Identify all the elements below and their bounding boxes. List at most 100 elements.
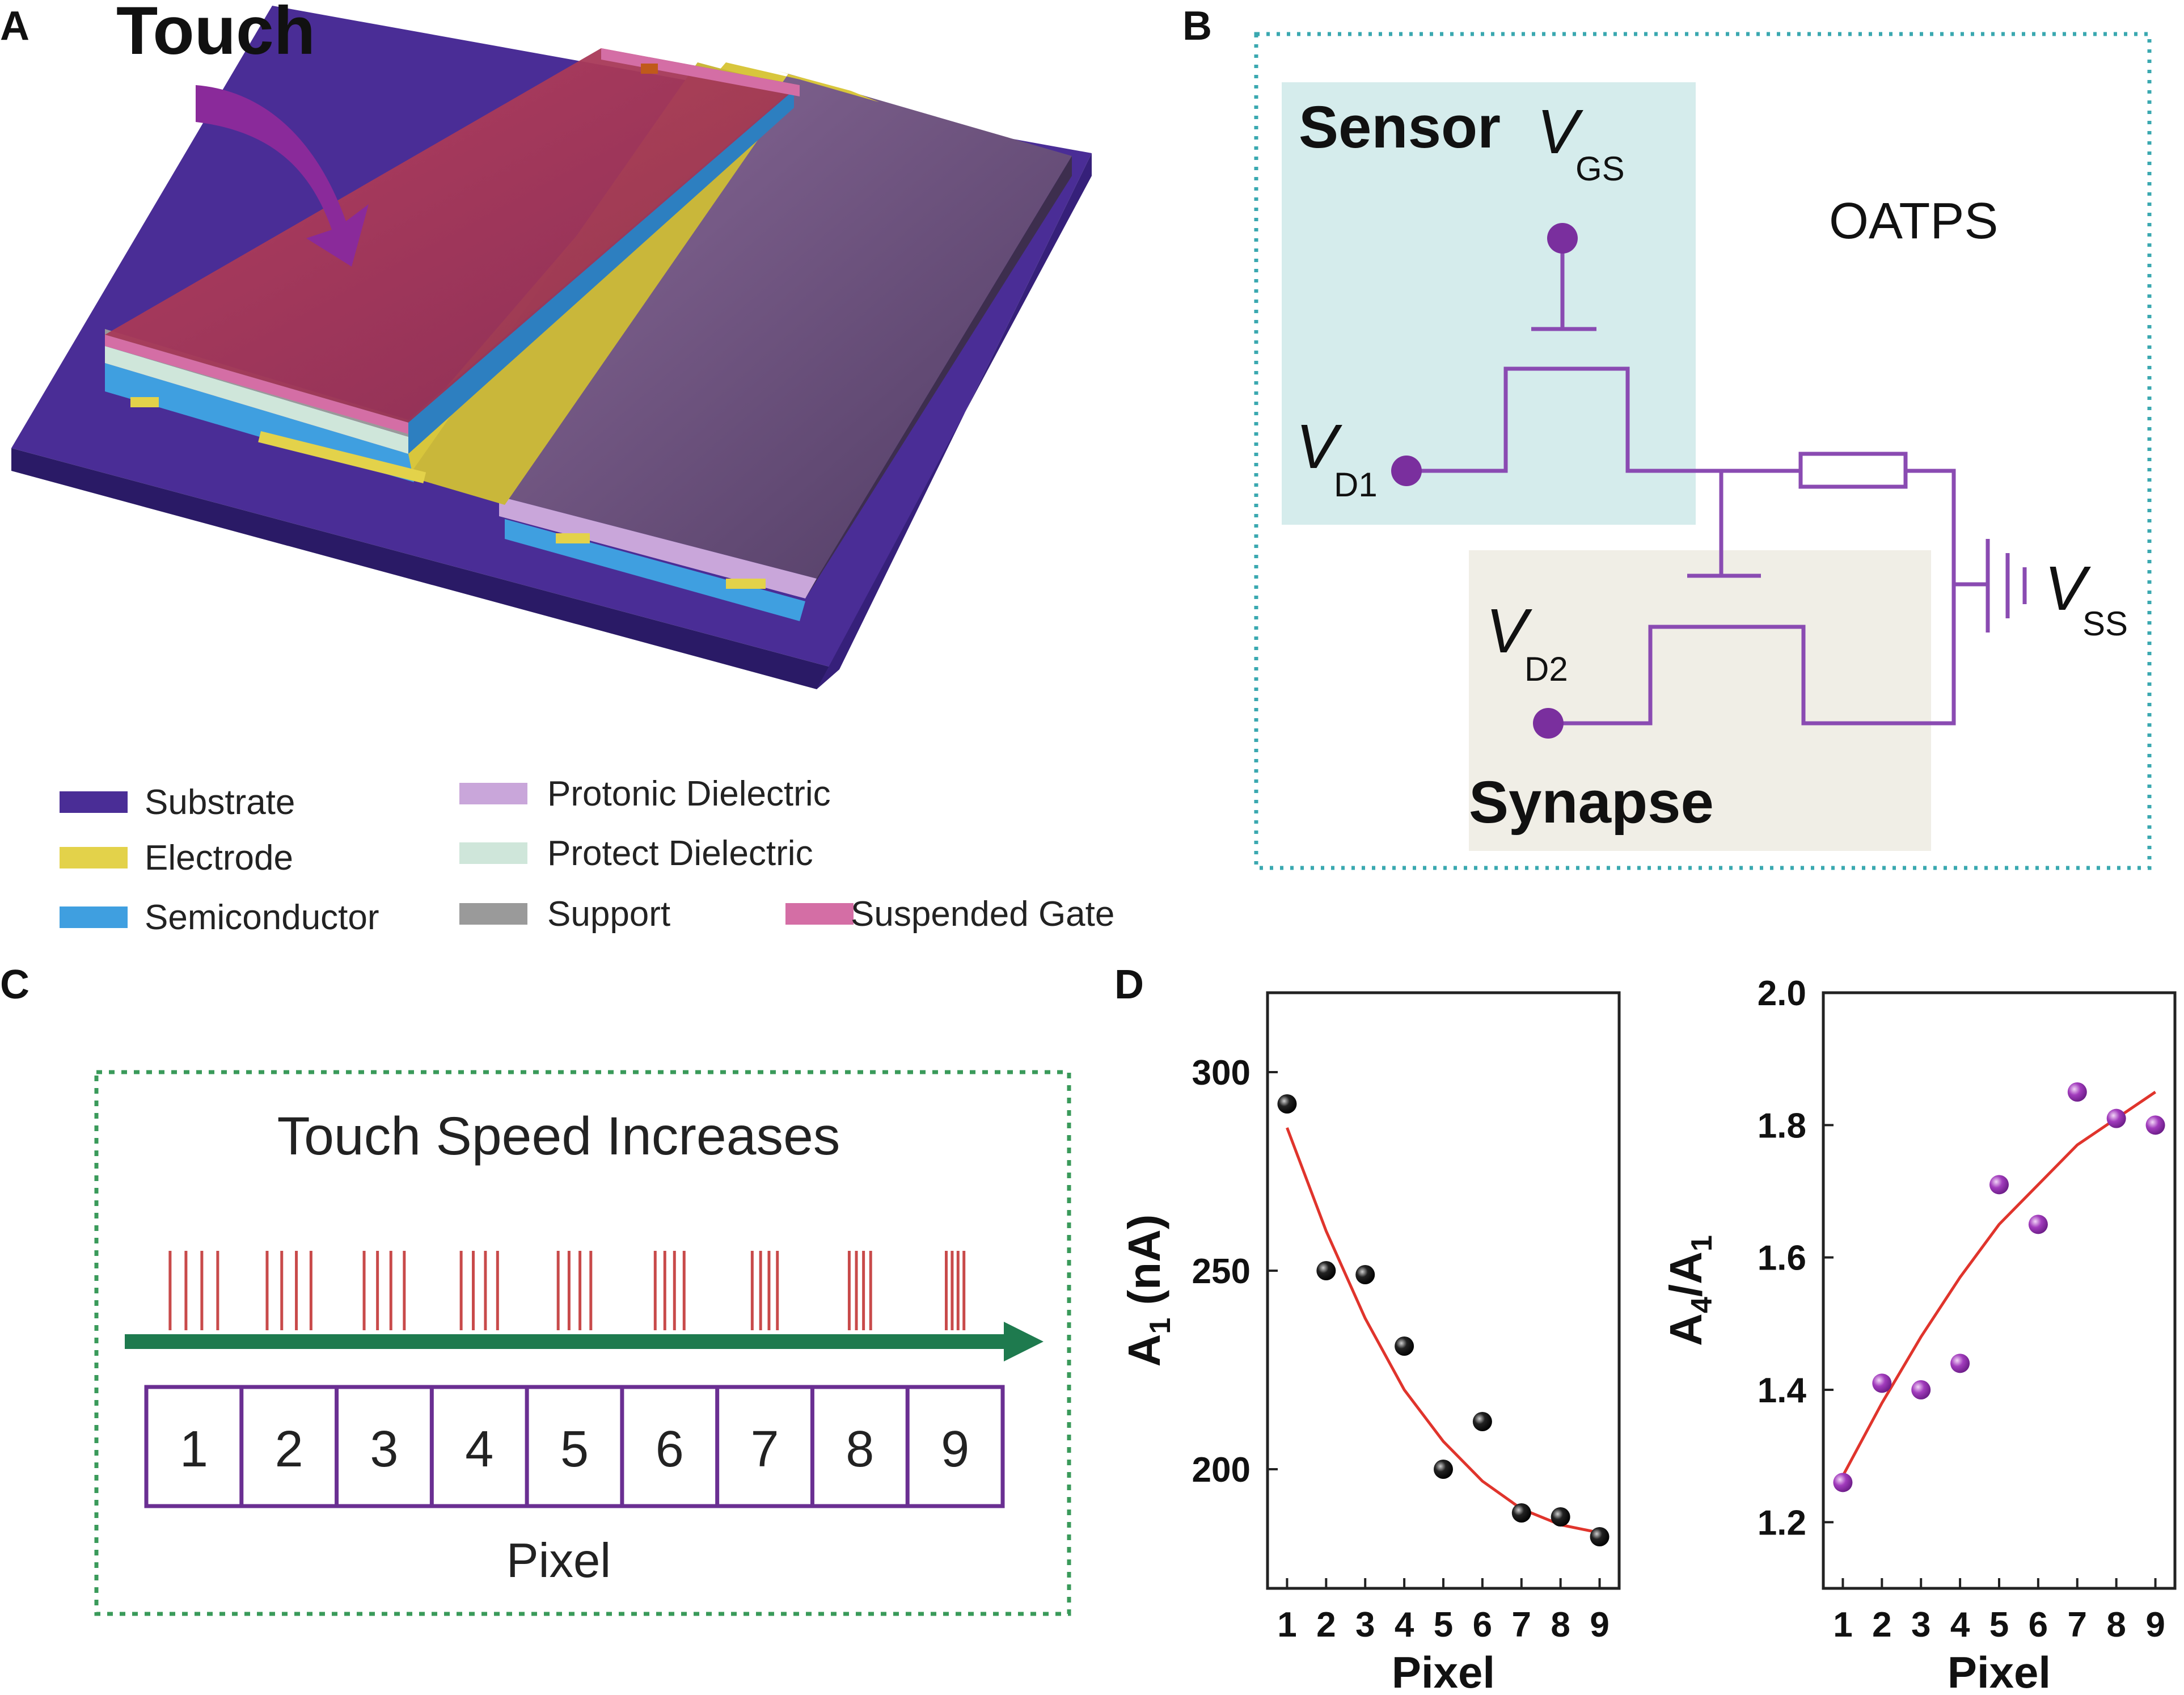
pixel-cell-label: 8 <box>846 1421 874 1478</box>
pixel-cell-label: 2 <box>275 1421 303 1478</box>
data-point <box>1872 1373 1892 1393</box>
x-tick-label: 9 <box>1590 1605 1609 1645</box>
x-tick-label: 3 <box>1355 1605 1375 1645</box>
vd2-terminal <box>1533 708 1564 739</box>
x-tick-label: 6 <box>1473 1605 1492 1645</box>
touch-speed-title: Touch Speed Increases <box>277 1106 840 1166</box>
vss-label: V <box>2044 554 2091 623</box>
legend-protonic: Protonic Dielectric <box>547 774 831 813</box>
data-point <box>1277 1094 1297 1114</box>
y-tick-label: 250 <box>1192 1252 1251 1291</box>
speed-arrow-icon <box>125 1322 1044 1361</box>
circuit-nodes <box>1391 223 1578 739</box>
y-axis-label: A4/A1 <box>1661 1235 1718 1346</box>
y-tick-label: 1.8 <box>1758 1106 1806 1145</box>
data-point <box>1355 1265 1375 1284</box>
vd1-sub: D1 <box>1334 466 1378 504</box>
data-point <box>1590 1527 1610 1546</box>
legend-swatch-protonic <box>459 783 527 804</box>
data-point <box>2106 1108 2126 1128</box>
legend-swatch-semiconductor <box>60 906 128 928</box>
x-tick-label: 8 <box>2106 1605 2126 1645</box>
oatps-label: OATPS <box>1829 193 1998 250</box>
panel-b: B Sensor Synapse OATPS V GS V D1 V D2 V … <box>1182 3 2152 870</box>
panel-b-border <box>1254 32 2152 870</box>
fit-curve <box>1841 1090 2156 1477</box>
left-device-stack <box>105 48 800 482</box>
vss-sub: SS <box>2082 605 2128 643</box>
circuit-wires <box>1406 238 2027 726</box>
x-tick-label: 5 <box>1434 1605 1453 1645</box>
x-tick-label: 5 <box>1989 1605 2009 1645</box>
spike-trains <box>168 1251 966 1330</box>
pixel-cell-label: 6 <box>656 1421 684 1478</box>
legend-swatch-support <box>459 903 527 925</box>
legend-semiconductor: Semiconductor <box>145 898 379 937</box>
vd2-label: V <box>1486 596 1532 666</box>
legend-protect: Protect Dielectric <box>547 834 813 873</box>
data-point <box>1551 1507 1570 1527</box>
pixel-axis-label: Pixel <box>506 1534 611 1588</box>
y-tick-label: 1.2 <box>1758 1503 1806 1542</box>
pixel-array <box>144 1385 1005 1508</box>
data-point <box>1989 1175 2009 1195</box>
pixel-cell-label: 5 <box>560 1421 589 1478</box>
fit-curve <box>1286 1127 1600 1534</box>
touch-label: Touch <box>116 0 315 69</box>
x-axis-label: Pixel <box>1392 1647 1495 1695</box>
electrode-tabs <box>130 397 766 589</box>
data-point <box>1511 1503 1531 1523</box>
data-point <box>1316 1261 1336 1280</box>
panel-a: A <box>0 0 1114 937</box>
legend-gate: Suspended Gate <box>851 895 1114 934</box>
pixel-cell-label: 7 <box>751 1421 779 1478</box>
x-tick-label: 1 <box>1833 1605 1852 1645</box>
vgs-terminal <box>1547 223 1578 254</box>
x-axis-label: Pixel <box>1948 1647 2051 1695</box>
legend: Substrate Electrode Semiconductor Proton… <box>60 774 1114 937</box>
data-point <box>1911 1380 1931 1399</box>
data-point <box>2145 1115 2165 1135</box>
plot-frame <box>1266 991 1621 1590</box>
data-point <box>1434 1460 1453 1479</box>
panel-a-label: A <box>0 3 29 49</box>
panel-b-label: B <box>1182 3 1212 49</box>
x-tick-label: 9 <box>2145 1605 2165 1645</box>
pixel-cell-label: 4 <box>465 1421 493 1478</box>
plot-frame <box>1822 991 2177 1590</box>
data-point <box>1472 1412 1492 1431</box>
vd1-label: V <box>1296 412 1342 482</box>
protonic-dielectric-block <box>499 74 1072 621</box>
panel-c-label: C <box>0 962 29 1007</box>
y-tick-label: 1.4 <box>1758 1371 1807 1410</box>
data-point <box>1950 1354 1970 1373</box>
x-tick-label: 2 <box>1872 1605 1891 1645</box>
y-tick-label: 300 <box>1192 1053 1251 1093</box>
panel-d-label: D <box>1114 962 1144 1007</box>
x-tick-label: 7 <box>2068 1605 2087 1645</box>
x-tick-label: 4 <box>1950 1605 1970 1645</box>
legend-swatch-protect <box>459 842 527 864</box>
x-tick-label: 3 <box>1911 1605 1930 1645</box>
pixel-cell-label: 1 <box>180 1421 208 1478</box>
x-tick-label: 6 <box>2029 1605 2048 1645</box>
vgs-sub: GS <box>1575 150 1625 188</box>
sensor-label: Sensor <box>1299 94 1501 161</box>
legend-swatch-electrode <box>60 847 128 868</box>
y-tick-label: 200 <box>1192 1451 1251 1490</box>
synapse-region <box>1469 550 1931 851</box>
x-tick-label: 8 <box>1551 1605 1570 1645</box>
vd1-terminal <box>1391 456 1422 486</box>
vgs-label: V <box>1537 97 1583 167</box>
x-tick-label: 2 <box>1316 1605 1336 1645</box>
legend-support: Support <box>547 895 670 934</box>
legend-substrate: Substrate <box>145 783 295 822</box>
synapse-label: Synapse <box>1469 769 1714 836</box>
vd2-sub: D2 <box>1524 650 1568 688</box>
panel-c-border <box>94 1070 1071 1616</box>
